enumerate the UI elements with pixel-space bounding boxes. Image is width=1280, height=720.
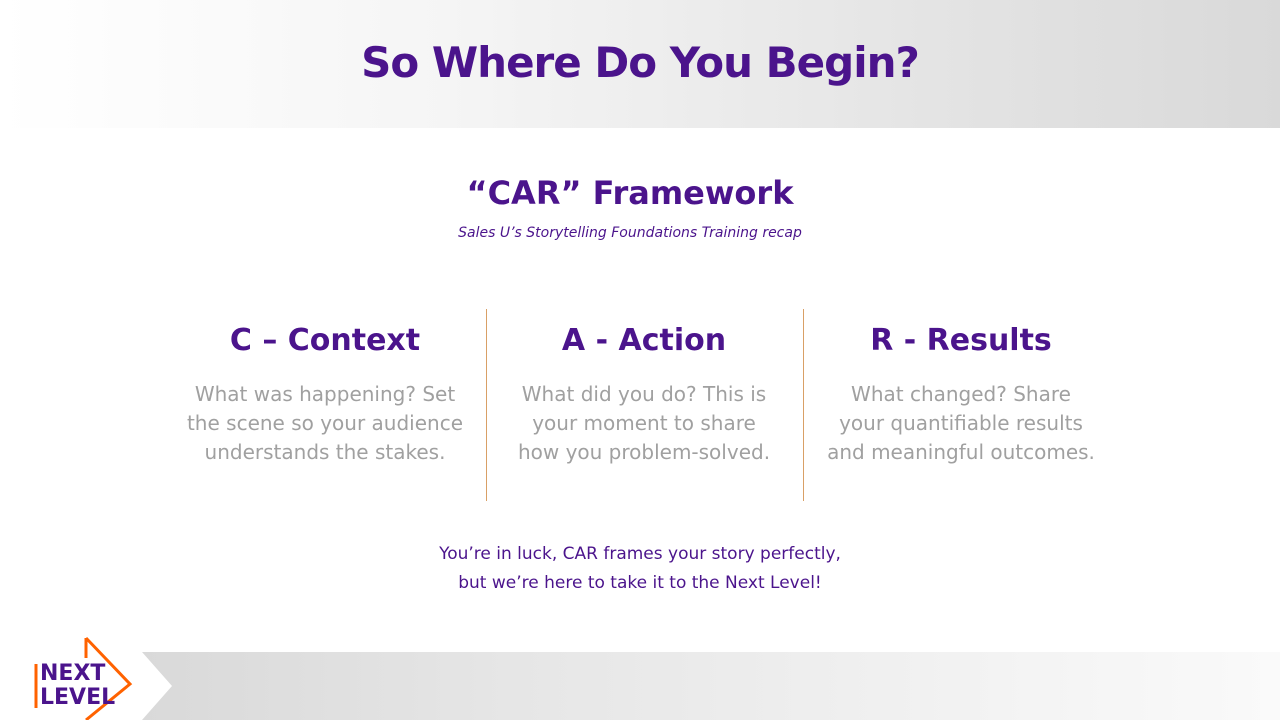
action-description: What did you do? This is your moment to …	[517, 382, 771, 464]
footer-band	[0, 652, 1280, 720]
logo-arrow-outline	[84, 636, 133, 720]
closing-line-2: but we’re here to take it to the Next Le…	[458, 573, 822, 593]
closing-text: You’re in luck, CAR frames your story pe…	[0, 540, 1280, 598]
header-band	[0, 0, 1280, 128]
results-column: R - Results What changed? Share your qua…	[806, 320, 1116, 467]
results-heading: R - Results	[870, 323, 1052, 358]
action-column: A - Action What did you do? This is your…	[490, 320, 798, 467]
results-description: What changed? Share your quantifiable re…	[827, 382, 1095, 464]
context-description: What was happening? Set the scene so you…	[186, 382, 464, 464]
logo-text-next: NEXT	[40, 661, 105, 686]
next-level-logo-icon: NEXT LEVEL	[0, 636, 172, 720]
column-divider	[486, 309, 487, 501]
context-heading: C – Context	[229, 323, 421, 358]
framework-title: “CAR” Framework	[466, 174, 794, 212]
logo-chevron-background	[0, 652, 172, 720]
page-title: So Where Do You Begin?	[361, 38, 920, 87]
context-column: C – Context What was happening? Set the …	[165, 320, 485, 467]
logo-text-level: LEVEL	[40, 685, 115, 710]
closing-line-1: You’re in luck, CAR frames your story pe…	[439, 544, 841, 564]
action-heading: A - Action	[561, 323, 727, 358]
framework-subtitle: Sales U’s Storytelling Foundations Train…	[458, 225, 802, 241]
column-divider	[803, 309, 804, 501]
